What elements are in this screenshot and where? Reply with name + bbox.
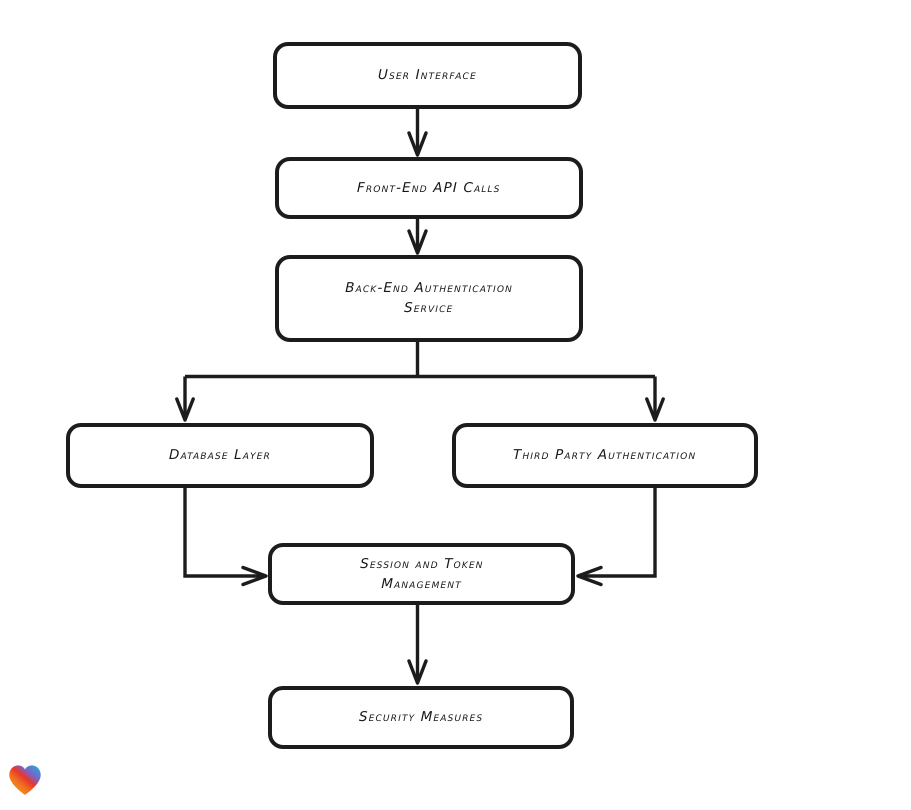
node-backend-authentication-service[interactable]: Back-End Authentication Service xyxy=(275,255,583,342)
node-user-interface[interactable]: User Interface xyxy=(273,42,582,109)
node-backend-authentication-service-label: Back-End Authentication Service xyxy=(345,280,514,317)
edge-backend-to-database xyxy=(175,376,195,422)
node-third-party-authentication[interactable]: Third Party Authentication xyxy=(452,423,758,488)
node-security-measures[interactable]: Security Measures xyxy=(268,686,574,749)
node-third-party-authentication-label: Third Party Authentication xyxy=(513,447,697,464)
node-session-and-token-management[interactable]: Session and Token Management xyxy=(268,543,575,605)
edge-backend-to-thirdparty xyxy=(645,376,665,422)
node-database-layer-label: Database Layer xyxy=(168,447,272,464)
node-session-and-token-management-label: Session and Token Management xyxy=(359,555,484,592)
edge-thirdparty-to-session xyxy=(576,488,657,587)
node-security-measures-label: Security Measures xyxy=(358,709,484,726)
edge-session-to-security xyxy=(407,605,428,685)
edge-backend-split-trunk xyxy=(185,342,655,379)
node-frontend-api-calls-label: Front-End API Calls xyxy=(357,179,501,196)
edge-ui-to-frontend xyxy=(407,109,428,157)
node-user-interface-label: User Interface xyxy=(377,67,478,84)
heart-icon xyxy=(9,765,41,795)
edge-frontend-to-backend xyxy=(407,219,428,255)
node-frontend-api-calls[interactable]: Front-End API Calls xyxy=(275,157,583,219)
edge-database-to-session xyxy=(183,488,268,587)
node-database-layer[interactable]: Database Layer xyxy=(66,423,374,488)
